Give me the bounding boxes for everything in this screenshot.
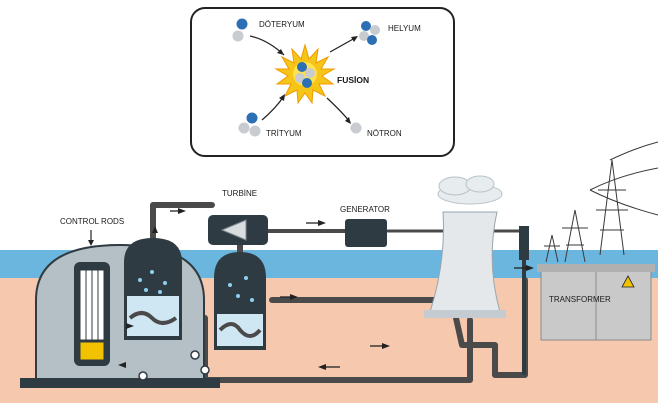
tritium-neutron	[249, 125, 261, 137]
helium-proton	[361, 21, 371, 31]
arrow-icon	[279, 94, 285, 101]
fuel-core	[79, 341, 105, 361]
bubble	[158, 290, 162, 294]
heat-exchanger-coil	[128, 311, 178, 325]
pump-icon	[190, 350, 200, 360]
tritium-proton	[246, 112, 258, 124]
power-pylon-small	[519, 226, 529, 375]
turbine-label: TURBİNE	[222, 189, 257, 198]
control-rods-label: CONTROL RODS	[60, 217, 124, 226]
bubble	[163, 281, 167, 285]
tall-pylon	[596, 159, 628, 256]
helium-arrow	[329, 37, 356, 53]
fusion-label: FUSİON	[337, 75, 369, 85]
transmission-towers	[544, 141, 658, 263]
warning-icon	[621, 275, 635, 288]
reactor-building: CONTROL RODS	[20, 217, 220, 388]
arrow-icon	[126, 323, 134, 329]
pump-icon	[138, 371, 148, 381]
steam-generator	[214, 252, 266, 350]
tritium-neutron	[238, 122, 250, 134]
arrow-icon	[382, 343, 390, 349]
transformer-roof	[537, 264, 655, 272]
steam-cloud	[465, 175, 495, 193]
cooling-tower	[424, 175, 506, 318]
helium-neutron	[359, 31, 369, 41]
helium-proton	[367, 35, 377, 45]
turbine-rotor	[220, 219, 247, 241]
small-pylon	[544, 234, 560, 263]
transformer-label: TRANSFORMER	[549, 295, 611, 304]
turbine: TURBİNE	[208, 189, 268, 245]
insulator	[519, 226, 529, 260]
arrow-icon	[318, 220, 326, 226]
helium-neutron	[370, 25, 380, 35]
arrow-icon	[118, 362, 126, 368]
pump-icon	[200, 365, 210, 375]
proton	[297, 62, 307, 72]
proton	[302, 78, 312, 88]
generator-body	[345, 219, 387, 247]
neutron-particle	[305, 68, 315, 78]
arrow-icon	[178, 208, 186, 214]
bubble	[236, 294, 240, 298]
transformer: TRANSFORMER	[537, 264, 655, 341]
bubble	[138, 278, 142, 282]
arrow-icon	[290, 294, 298, 300]
flow-arrows	[118, 208, 534, 370]
bubble	[144, 288, 148, 292]
bubble	[250, 298, 254, 302]
deuterium-neutron	[232, 30, 244, 42]
helium-label: HELYUM	[388, 24, 421, 33]
reactor-base	[20, 378, 220, 388]
fusion-reaction-panel: DÖTERYUM TRİTYUM FUSİON HELYUM NÖTRON	[190, 7, 455, 157]
arrow-icon	[152, 226, 158, 233]
cooling-tower-base	[424, 310, 506, 318]
bubble	[244, 276, 248, 280]
medium-pylon	[562, 209, 588, 263]
neutron-label: NÖTRON	[367, 129, 402, 138]
generator-label: GENERATOR	[340, 205, 390, 214]
arrow-icon	[318, 364, 326, 370]
neutron-product	[350, 122, 362, 134]
bubble	[228, 283, 232, 287]
tritium-label: TRİTYUM	[266, 129, 302, 138]
power-lines	[589, 141, 658, 216]
deuterium-label: DÖTERYUM	[259, 20, 305, 29]
bubble	[150, 270, 154, 274]
deuterium-proton	[236, 18, 248, 30]
arrow-icon	[345, 117, 351, 124]
generator: GENERATOR	[340, 205, 390, 247]
condenser-coil	[218, 322, 262, 338]
arrow-icon	[277, 49, 284, 55]
arrow-icon	[351, 36, 358, 42]
neutron-particle	[295, 73, 305, 83]
arrow-icon	[526, 265, 534, 271]
arrow-icon	[88, 240, 94, 246]
